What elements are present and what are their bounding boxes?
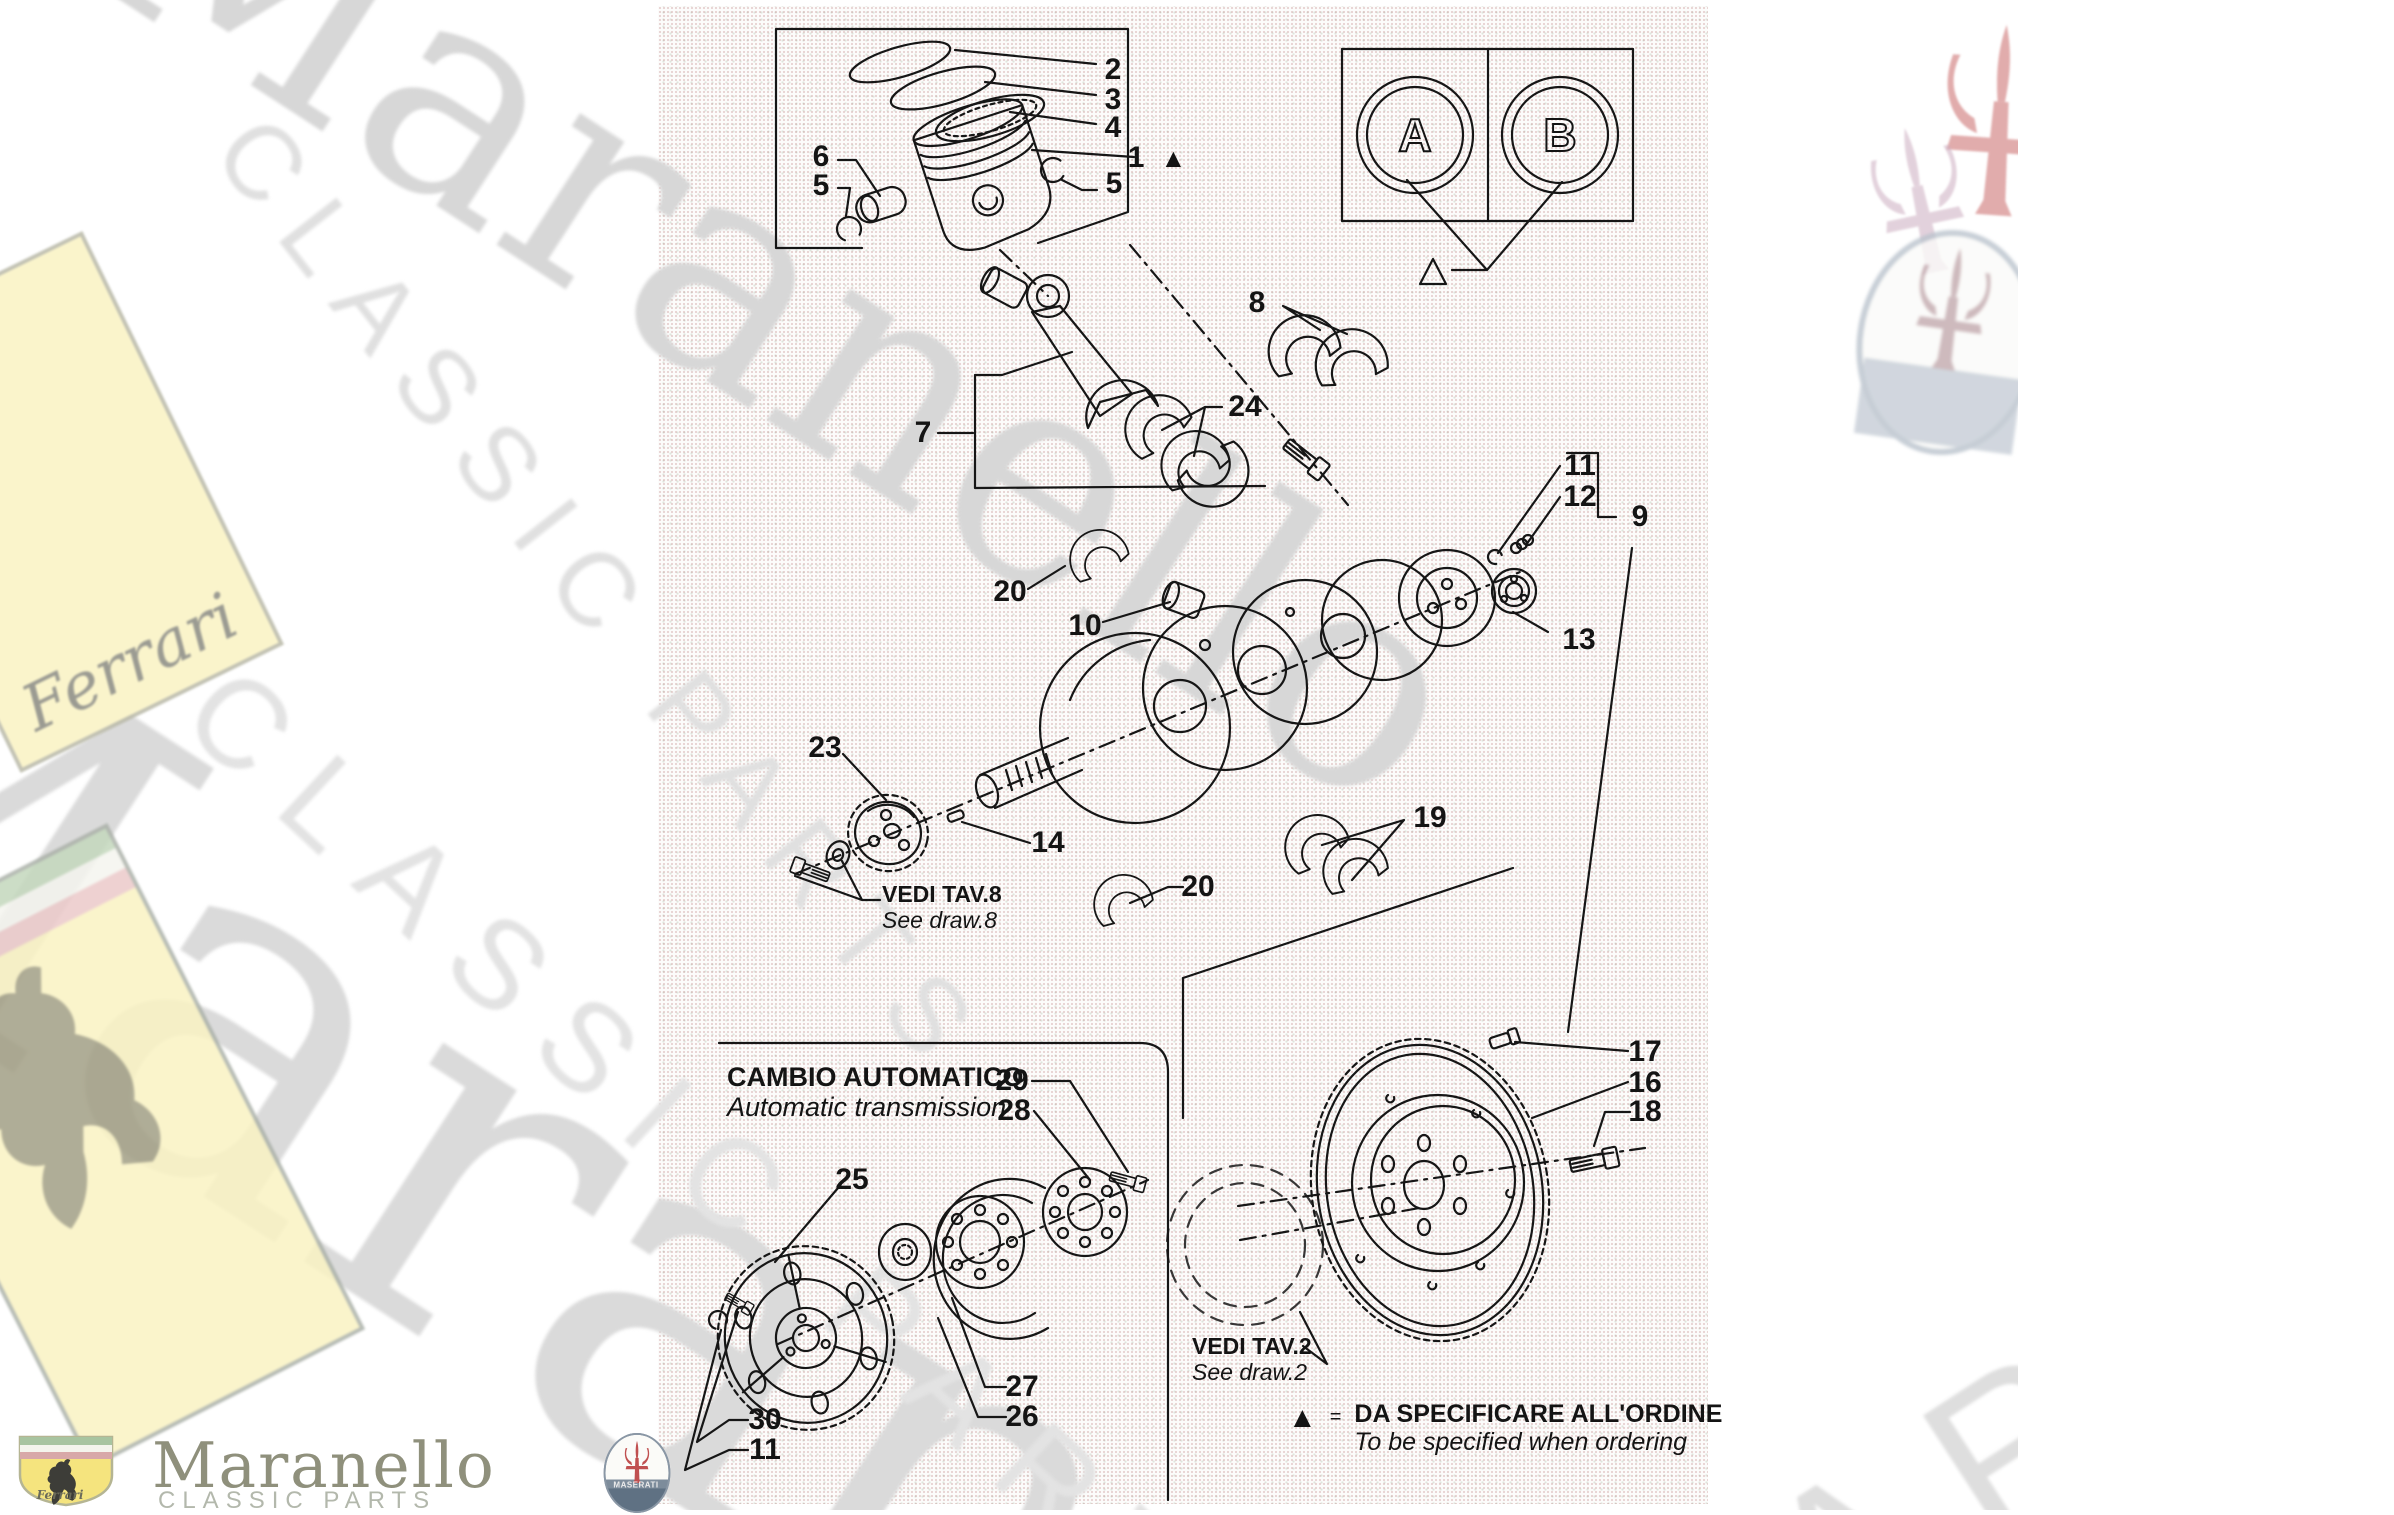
vedi8-pointer [793,859,882,902]
big-end [1085,379,1160,430]
flywheel-bolt-18 [1567,1145,1621,1178]
note-automatic-transmission: CAMBIO AUTOMATICO Automatic transmission [727,1062,1024,1123]
thrust-washer [1255,302,1345,382]
piston-oil-ring [934,93,1046,143]
flywheel [1309,1037,1551,1343]
crank-web [1320,558,1444,682]
construction-lines [776,243,1647,1346]
spec-triangle-icon: ▲ [1288,1402,1317,1434]
piston-group [774,27,1130,251]
gear-washer [825,840,851,870]
label11-pointer [683,1328,750,1472]
circlip-left [835,215,863,243]
group7-bracket [973,350,1267,490]
piston-group-frame [774,27,1130,250]
spring-12 [1509,533,1535,555]
inset-letter-B: B [1543,109,1576,161]
dowel-pin-17 [1488,1027,1522,1050]
flexplate [716,1245,896,1431]
ghost-ring [1165,1163,1325,1327]
callout-lines [683,48,1632,1472]
flywheel-bolt-holes [1380,1133,1468,1237]
spacer-hub [877,1222,933,1282]
connecting-rod [1025,273,1160,430]
rod-bearing-shell [1110,380,1196,464]
inset-letter-A: A [1398,109,1431,161]
circle-b [1500,75,1620,195]
converter-ring-26 [932,1177,1050,1340]
adapter-plate-28 [1041,1166,1129,1258]
crank-rear-flange [1397,548,1497,648]
note-see-draw-2: VEDI TAV.2 See draw.2 [1192,1333,1312,1385]
clip-11 [707,1309,729,1331]
piston [912,98,1052,251]
pilot-bearing [1490,567,1538,615]
crank-journal [1236,644,1288,696]
piston-ring-mid [889,65,997,111]
circle-a [1355,75,1475,195]
maserati-wordmark: MASERATI [613,1480,659,1490]
timing-gear [846,793,930,873]
label30-pointer [695,1310,750,1444]
rod-cap [1173,436,1264,522]
transmission-group [707,1041,1170,1502]
retaining-clip-11 [1486,548,1504,566]
crank-web [1231,578,1379,726]
crank-web [1038,631,1232,825]
ferrari-wordmark: Ferrari [36,1488,84,1502]
main-bearing-shell-19 [1311,827,1392,899]
small-end-bush [979,266,1029,309]
pilot-bushing [1161,580,1206,620]
spec-triangle-icon [1418,257,1448,286]
brand-subtitle: CLASSIC PARTS [158,1487,437,1514]
crank-nose [974,736,1084,810]
crank-journal [1319,612,1367,660]
note-see-draw-8: VEDI TAV.8 See draw.8 [882,881,1002,933]
maserati-badge-icon [603,1433,671,1513]
connecting-rod-group [979,266,1392,522]
note-specify-when-ordering: ▲ = DA SPECIFICARE ALL'ORDINE To be spec… [1288,1400,1723,1456]
flywheel-rivet-marks [1355,1093,1516,1291]
maranello-classic-parts-logo: Ferrari Maranello CLASSIC PARTS MASERATI [0,1425,760,1514]
section-frame [717,1041,1170,1502]
rod-bolt [1279,434,1332,483]
piston-ring-top [848,40,952,84]
group9-bracket [1565,451,1618,519]
crank-journal [1152,678,1208,734]
crankshaft-group [788,518,1538,930]
flywheel-hub [1402,1159,1446,1211]
main-bearing-shell-20 [1058,518,1133,586]
crank-web [1141,604,1309,772]
piston-pin [855,185,907,224]
flywheel-group [1165,1027,1621,1343]
thrust-washer [1306,320,1392,390]
vedi2-pointer [1298,1310,1329,1366]
circlip-right [1039,156,1067,184]
drawing-canvas [658,6,1708,1504]
woodruff-key [946,809,965,823]
